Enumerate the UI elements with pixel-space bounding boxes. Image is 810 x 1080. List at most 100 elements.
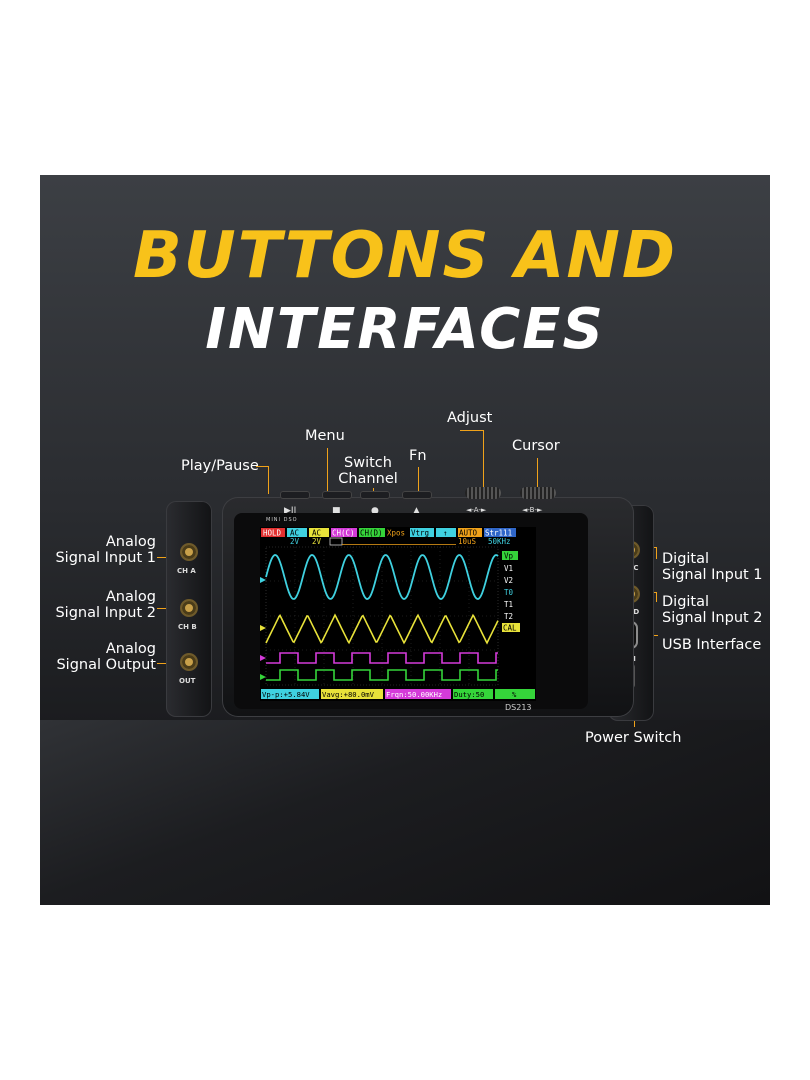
meas-duty: Duty:50 [454, 690, 484, 699]
menu-t1: T1 [504, 600, 513, 609]
tag-vtrg-bg [410, 528, 434, 537]
leader-play-pause [268, 466, 269, 494]
menu-button[interactable] [322, 491, 352, 499]
menu-t0: T0 [504, 588, 514, 597]
label-digital-input-2-line-1: Digital [662, 594, 710, 610]
meas-vavg: Vavg:+80.0mV [322, 690, 375, 699]
label-digital-input-1: Digital Signal Input 1 [662, 551, 763, 583]
cursor-icon: ◄-B-► [522, 506, 543, 514]
tag-hold-bg [261, 528, 285, 537]
tag-str: Str111 [485, 529, 512, 538]
cursor-knob[interactable] [520, 487, 556, 499]
label-digital-input-2-line-2: Signal Input 2 [662, 610, 763, 626]
menu-cal-bg [502, 623, 520, 632]
label-switch-channel: Switch Channel [336, 455, 400, 487]
headline-line-2: INTERFACES [205, 297, 605, 362]
product-panel: BUTTONS AND INTERFACES Menu Adjust Play/… [40, 175, 770, 905]
label-digital-input-2: Digital Signal Input 2 [662, 594, 763, 626]
label-analog-input-2-line-2: Signal Input 2 [55, 605, 156, 621]
out-port-label: OUT [179, 677, 196, 685]
label-power-switch: Power Switch [585, 730, 682, 746]
leader-fn [418, 467, 419, 494]
tag-auto: AUTO [459, 529, 478, 538]
model-label: DS213 [505, 703, 532, 712]
tag-hold: HOLD [263, 529, 282, 538]
battery-icon [329, 537, 343, 546]
frequency: 50KHz [488, 537, 511, 546]
marker-ch-b [260, 625, 266, 631]
out-port[interactable] [182, 655, 196, 669]
waveform-ch-c [266, 652, 498, 664]
marker-ch-a [260, 577, 266, 583]
label-analog-input-1-line-2: Signal Input 1 [55, 550, 156, 566]
label-menu: Menu [305, 428, 345, 444]
menu-v1: V1 [504, 564, 513, 573]
tag-ac-a-bg [287, 528, 307, 537]
oscilloscope-device: ▶II ■ ● ▲ ◄-A-► ◄-B-► MINI DSO DS213 HOL… [222, 487, 634, 717]
meas-frqn-bg [385, 689, 451, 699]
tag-xpos: Xpos [387, 529, 405, 538]
label-analog-output-line-1: Analog [105, 641, 156, 657]
label-analog-input-2: Analog Signal Input 2 [48, 589, 156, 621]
tag-ch-d-bg [359, 528, 385, 537]
meas-vavg-bg [321, 689, 383, 699]
waveform-ch-d [266, 669, 498, 681]
meas-unit-bg [495, 689, 535, 699]
label-analog-input-1-line-1: Analog [105, 534, 156, 550]
waveform-ch-a [265, 554, 499, 600]
label-usb-interface: USB Interface [662, 637, 762, 653]
screen-graphics: HOLD AC AC CH(C) CH(D) Xpos Vtrg ↑ AUTO [260, 527, 536, 701]
label-analog-input-2-line-1: Analog [105, 589, 156, 605]
play-pause-button[interactable] [280, 491, 310, 499]
tag-ac-b-bg [309, 528, 329, 537]
leader-play-pause-h [256, 466, 268, 467]
menu-t2: T2 [504, 612, 513, 621]
ch-b-port[interactable] [182, 601, 196, 615]
grid-frame [265, 546, 499, 686]
ch-a-port-label: CH A [177, 567, 196, 575]
label-analog-output-line-2: Signal Output [56, 657, 156, 673]
ch-b-port-label: CH B [178, 623, 197, 631]
marker-ch-d [260, 674, 266, 680]
label-play-pause: Play/Pause [181, 458, 259, 474]
menu-icon: ■ [332, 506, 341, 516]
meas-unit: % [512, 690, 517, 699]
adjust-icon: ◄-A-► [466, 506, 487, 514]
fn-button[interactable] [402, 491, 432, 499]
tag-str-bg [484, 528, 516, 537]
adjust-knob[interactable] [465, 487, 501, 499]
floor-reflection [40, 720, 770, 905]
label-adjust: Adjust [447, 410, 493, 426]
tag-ac-a: AC [290, 529, 299, 538]
label-fn: Fn [409, 448, 427, 464]
menu-vp-bg [502, 551, 518, 560]
tag-ch-c-bg [331, 528, 357, 537]
tag-vtrg: Vtrg [411, 529, 429, 538]
meas-duty-bg [453, 689, 493, 699]
meas-vpp-bg [261, 689, 319, 699]
switch-icon: ● [371, 506, 379, 516]
left-side-panel: CH A CH B OUT [166, 501, 212, 717]
menu-v2: V2 [504, 576, 513, 585]
menu-cal: CAL [503, 624, 517, 633]
range-a: 2V [290, 537, 300, 546]
leader-cursor [537, 458, 538, 493]
brand-logo: MINI DSO [266, 517, 298, 523]
tag-edge: ↑ [443, 529, 448, 538]
tag-edge-bg [436, 528, 456, 537]
label-analog-input-1: Analog Signal Input 1 [48, 534, 156, 566]
leader-adjust [483, 430, 484, 492]
leader-adjust-h [460, 430, 483, 431]
headline-line-1: BUTTONS AND [132, 219, 678, 293]
ch-a-port[interactable] [182, 545, 196, 559]
oscilloscope-screen: HOLD AC AC CH(C) CH(D) Xpos Vtrg ↑ AUTO [260, 527, 536, 701]
screen-bg [260, 527, 536, 701]
tag-auto-bg [458, 528, 482, 537]
tag-ac-b: AC [312, 529, 321, 538]
label-digital-input-1-line-2: Signal Input 1 [662, 567, 763, 583]
switch-channel-button[interactable] [360, 491, 390, 499]
label-switch-channel-line-2: Channel [338, 471, 398, 487]
label-analog-output: Analog Signal Output [48, 641, 156, 673]
tag-ch-c: CH(C) [332, 529, 355, 538]
play-pause-icon: ▶II [284, 506, 297, 516]
